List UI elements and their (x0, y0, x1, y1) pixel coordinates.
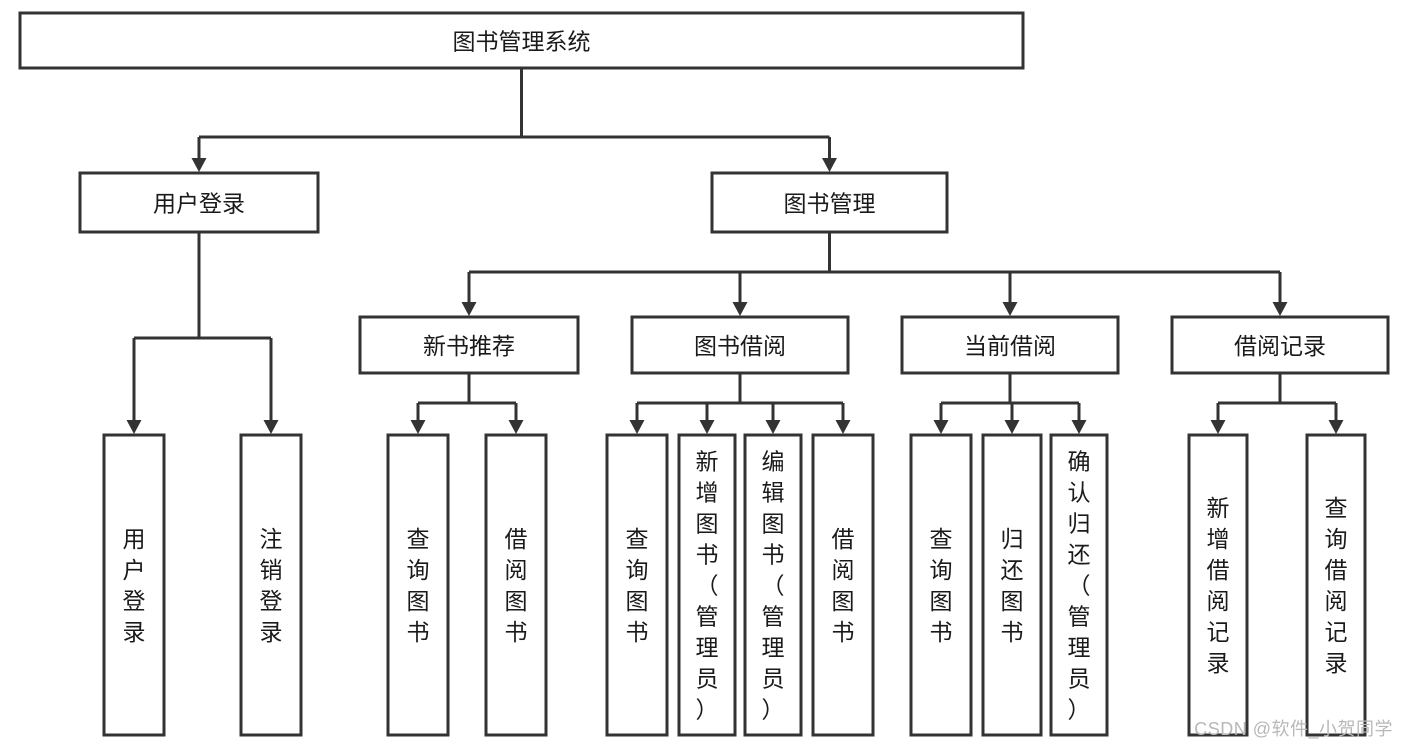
arrow-head (1210, 420, 1226, 434)
node-label: 确认归还（管理员） (1068, 449, 1091, 723)
node-label: 查询图书 (930, 526, 953, 645)
node-label: 借阅记录 (1234, 333, 1326, 359)
arrow-head (191, 158, 207, 172)
node-borrow-record: 借阅记录 (1170, 315, 1390, 375)
node-label: 新增借阅记录 (1207, 495, 1230, 676)
node-box (677, 433, 737, 737)
node-label: 编辑图书（管理员） (762, 449, 785, 723)
arrow-head (1002, 302, 1018, 316)
node-label: 归还图书 (1001, 526, 1024, 645)
node-box (630, 315, 850, 375)
node-label: 新书推荐 (423, 333, 515, 359)
node-box (710, 171, 949, 234)
node-leaf-borrow-book-2: 借阅图书 (811, 433, 875, 737)
node-leaf-query-book-1: 查询图书 (386, 433, 450, 737)
nodes-layer: 图书管理系统用户登录图书管理新书推荐图书借阅当前借阅借阅记录用户登录注销登录查询… (18, 11, 1390, 737)
arrow-head (822, 158, 837, 172)
node-current-borrow: 当前借阅 (900, 315, 1120, 375)
node-box (1305, 433, 1367, 737)
node-label: 用户登录 (153, 191, 245, 217)
arrow-head (1071, 420, 1087, 434)
arrow-head (732, 302, 748, 316)
node-leaf-confirm-return-admin: 确认归还（管理员） (1049, 433, 1109, 737)
arrow-head (508, 420, 524, 434)
node-label: 图书管理 (784, 191, 876, 217)
arrow-head (699, 420, 715, 434)
node-box (1170, 315, 1390, 375)
node-box (239, 433, 303, 737)
node-leaf-add-book-admin: 新增图书（管理员） (677, 433, 737, 737)
node-leaf-query-borrow-record: 查询借阅记录 (1305, 433, 1367, 737)
node-label: 图书借阅 (694, 333, 786, 359)
node-label: 当前借阅 (964, 333, 1056, 359)
arrow-head (765, 420, 781, 434)
node-box (743, 433, 803, 737)
node-leaf-user-logout: 注销登录 (239, 433, 303, 737)
node-leaf-borrow-book-1: 借阅图书 (484, 433, 548, 737)
node-leaf-query-book-3: 查询图书 (909, 433, 973, 737)
connectors-layer (126, 68, 1344, 434)
arrow-head (933, 420, 949, 434)
arrow-head (126, 420, 142, 434)
node-box (18, 11, 1025, 70)
node-leaf-user-login: 用户登录 (102, 433, 166, 737)
node-box (1049, 433, 1109, 737)
arrow-head (629, 420, 645, 434)
node-box (78, 171, 320, 234)
node-leaf-return-book: 归还图书 (981, 433, 1043, 737)
arrow-head (835, 420, 851, 434)
node-label: 用户登录 (123, 526, 146, 645)
node-label: 图书管理系统 (453, 29, 591, 55)
arrow-head (410, 420, 426, 434)
node-box (386, 433, 450, 737)
node-label: 借阅图书 (505, 526, 528, 645)
node-label: 查询图书 (407, 526, 430, 645)
node-new-book-recommend: 新书推荐 (358, 315, 580, 375)
node-box (909, 433, 973, 737)
arrow-head (263, 420, 279, 434)
node-book-borrow: 图书借阅 (630, 315, 850, 375)
node-box (1187, 433, 1249, 737)
node-root: 图书管理系统 (18, 11, 1025, 70)
node-box (102, 433, 166, 737)
node-label: 查询图书 (626, 526, 649, 645)
node-leaf-add-borrow-record: 新增借阅记录 (1187, 433, 1249, 737)
node-label: 注销登录 (260, 526, 283, 645)
node-book-manage: 图书管理 (710, 171, 949, 234)
node-user-login: 用户登录 (78, 171, 320, 234)
node-box (484, 433, 548, 737)
node-label: 新增图书（管理员） (696, 449, 719, 723)
node-box (981, 433, 1043, 737)
node-box (811, 433, 875, 737)
arrow-head (1004, 420, 1020, 434)
node-box (358, 315, 580, 375)
node-leaf-query-book-2: 查询图书 (605, 433, 669, 737)
node-box (605, 433, 669, 737)
arrow-head (461, 302, 477, 316)
node-label: 借阅图书 (832, 526, 855, 645)
node-box (900, 315, 1120, 375)
arrow-head (1272, 302, 1288, 316)
arrow-head (1328, 420, 1344, 434)
node-leaf-edit-book-admin: 编辑图书（管理员） (743, 433, 803, 737)
node-label: 查询借阅记录 (1325, 495, 1348, 676)
